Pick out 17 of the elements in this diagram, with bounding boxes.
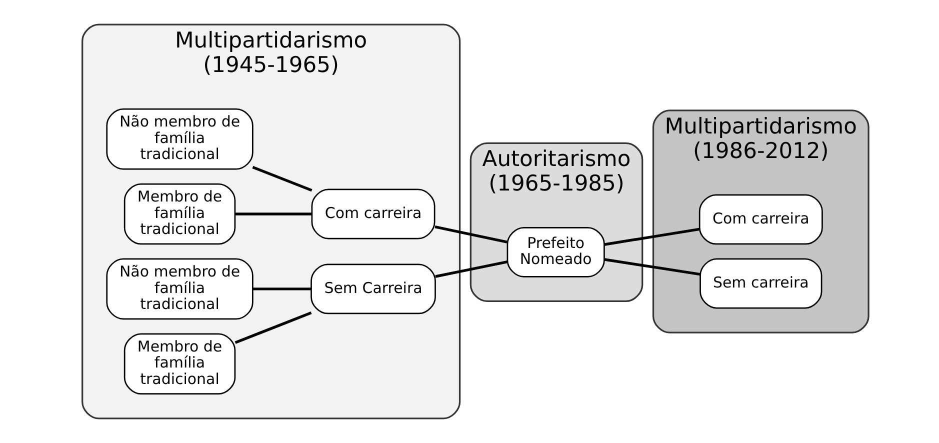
connector [604,258,700,276]
connector [434,225,507,244]
connector [234,312,312,344]
node-box: Sem carreira [699,258,822,309]
node-box: Com carreira [698,194,822,245]
connector [252,288,311,290]
node-box: Não membro de família tradicional [106,108,253,170]
connector [252,166,312,192]
node-box: Com carreira [310,188,435,240]
connector [234,212,312,216]
connector [604,228,700,246]
node-box: Membro de família tradicional [123,333,236,395]
node-box: Sem Carreira [310,264,436,314]
connector [434,260,508,278]
node-box: Não membro de família tradicional [106,258,253,320]
node-box: Membro de família tradicional [123,183,236,245]
node-box: Prefeito Nomeado [506,226,604,278]
